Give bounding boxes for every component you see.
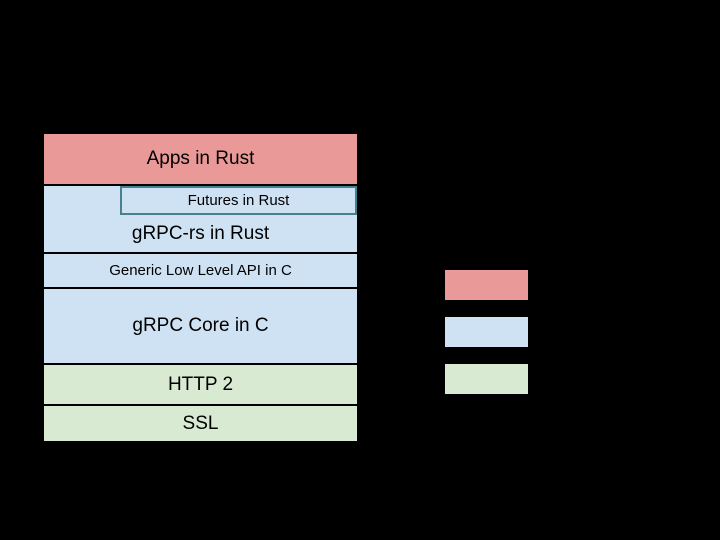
layer-apps-label: Apps in Rust (146, 148, 255, 169)
layer-ssl: SSL (43, 405, 358, 442)
legend-swatch-rust (445, 270, 528, 300)
layer-http2-label: HTTP 2 (167, 373, 234, 395)
color-legend (445, 270, 528, 411)
layer-grpc-core: gRPC Core in C (43, 288, 358, 364)
legend-swatch-c (445, 317, 528, 347)
legend-swatch-protocol (445, 364, 528, 394)
layer-grpc-rs-label: gRPC-rs in Rust (131, 222, 270, 244)
layer-futures-in-rust: Futures in Rust (120, 186, 357, 215)
layer-grpc-rs-in-rust: Futures in Rust gRPC-rs in Rust (43, 185, 358, 253)
architecture-stack: Apps in Rust Futures in Rust gRPC-rs in … (43, 133, 358, 442)
layer-ssl-label: SSL (182, 412, 219, 434)
layer-futures-label: Futures in Rust (187, 192, 290, 209)
layer-http2: HTTP 2 (43, 364, 358, 405)
layer-generic-label: Generic Low Level API in C (109, 262, 292, 279)
layer-core-label: gRPC Core in C (132, 315, 269, 336)
layer-apps-in-rust: Apps in Rust (43, 133, 358, 185)
layer-generic-low-level-api: Generic Low Level API in C (43, 253, 358, 288)
